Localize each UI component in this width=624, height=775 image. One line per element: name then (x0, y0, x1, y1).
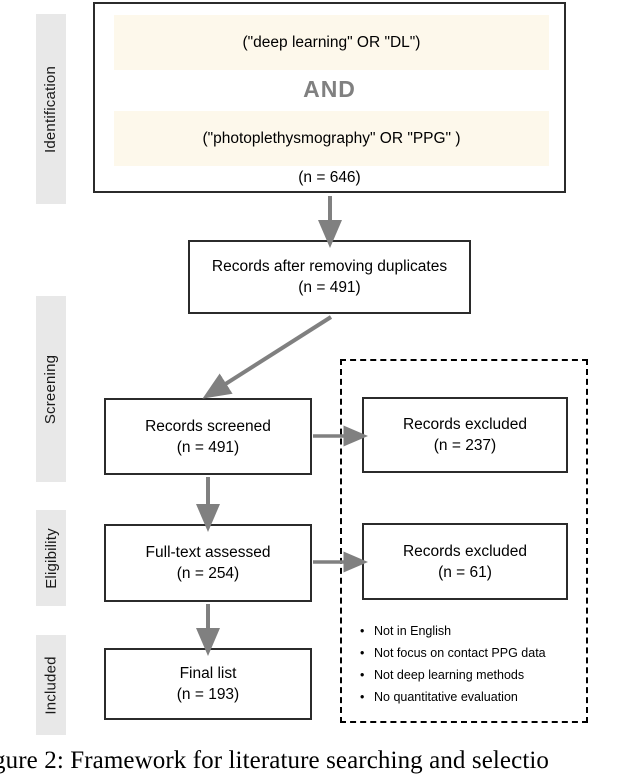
search-query-box: ("deep learning" OR "DL") AND ("photople… (93, 2, 566, 193)
box-fulltext-excluded-count: (n = 61) (438, 563, 492, 581)
list-item: • Not focus on contact PPG data (360, 642, 580, 664)
box-fulltext-count: (n = 254) (176, 565, 240, 582)
exclusion-reason-text: Not deep learning methods (374, 668, 525, 682)
phase-label-included: Included (36, 635, 66, 735)
box-full-text-assessed: Full-text assessed (n = 254) (104, 524, 312, 602)
phase-label-eligibility: Eligibility (36, 510, 66, 606)
arrow-duplicates-to-screened (202, 315, 333, 399)
exclusion-reasons-list: • Not in English • Not focus on contact … (360, 620, 580, 708)
box-records-excluded-screening: Records excluded (n = 237) (362, 397, 568, 473)
search-result-count: (n = 646) (298, 169, 361, 186)
box-final-list: Final list (n = 193) (104, 648, 312, 720)
box-duplicates-title: Records after removing duplicates (211, 258, 448, 275)
boolean-operator: AND (303, 76, 356, 102)
list-item: • No quantitative evaluation (360, 686, 580, 708)
box-final-count: (n = 193) (176, 686, 240, 703)
phase-label-included-text: Included (42, 655, 60, 715)
exclusion-region (340, 359, 588, 723)
search-term-band-2: ("photoplethysmography" OR "PPG" ) (114, 111, 549, 166)
exclusion-reason-text: Not focus on contact PPG data (374, 646, 546, 660)
box-records-excluded-eligibility: Records excluded (n = 61) (362, 523, 568, 600)
box-fulltext-title: Full-text assessed (145, 544, 271, 561)
list-item: • Not in English (360, 620, 580, 642)
box-screened-excluded-title: Records excluded (402, 416, 528, 433)
bullet-icon: • (360, 690, 365, 704)
search-term-1: ("deep learning" OR "DL") (242, 33, 421, 51)
box-screened-title: Records screened (145, 417, 271, 435)
phase-label-screening-text: Screening (42, 354, 60, 424)
phase-label-screening: Screening (36, 296, 66, 482)
figure-caption: igure 2: Framework for literature search… (0, 747, 550, 774)
box-fulltext-excluded-title: Records excluded (402, 542, 528, 560)
box-records-screened: Records screened (n = 491) (104, 398, 312, 475)
bullet-icon: • (360, 624, 365, 638)
list-item: • Not deep learning methods (360, 664, 580, 686)
search-term-2: ("photoplethysmography" OR "PPG" ) (202, 129, 461, 147)
bullet-icon: • (360, 668, 365, 682)
bullet-icon: • (360, 646, 365, 660)
phase-label-identification: Identification (36, 14, 66, 204)
phase-label-eligibility-text: Eligibility (42, 527, 60, 589)
phase-label-identification-text: Identification (42, 65, 60, 153)
exclusion-reason-text: Not in English (374, 624, 452, 638)
box-final-title: Final list (179, 665, 237, 682)
box-screened-count: (n = 491) (176, 438, 240, 456)
search-term-band-1: ("deep learning" OR "DL") (114, 15, 549, 70)
box-records-after-removing-duplicates: Records after removing duplicates (n = 4… (188, 240, 471, 314)
exclusion-reason-text: No quantitative evaluation (374, 690, 518, 704)
box-screened-excluded-count: (n = 237) (433, 437, 497, 454)
box-duplicates-count: (n = 491) (298, 279, 361, 296)
